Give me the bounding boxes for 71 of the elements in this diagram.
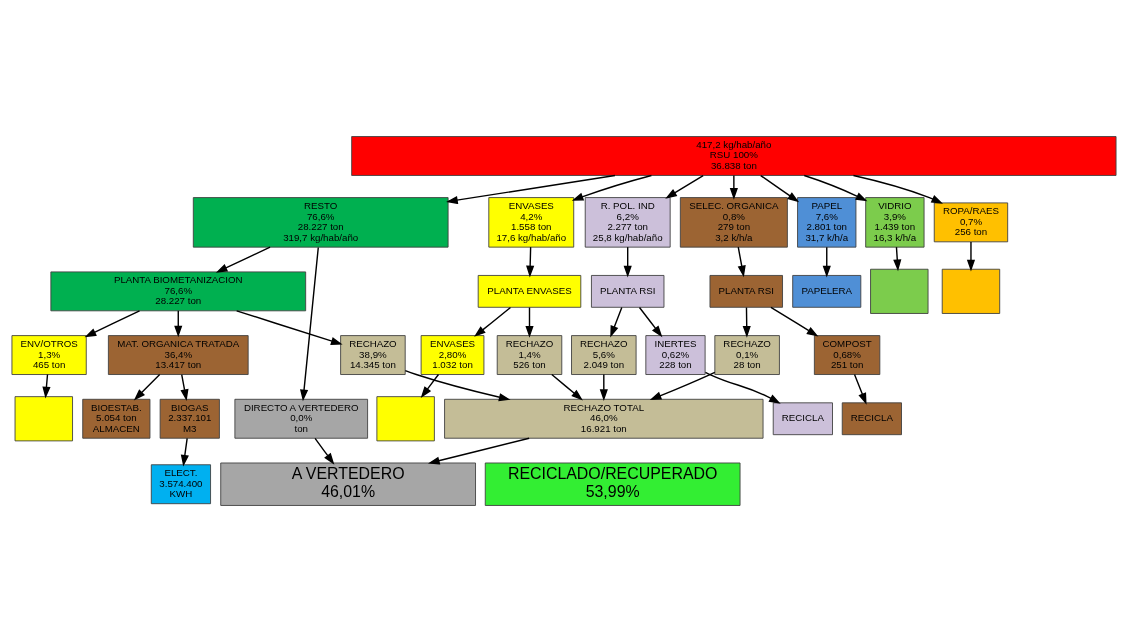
node-box: RECHAZO 1,4% 526 ton: [496, 334, 563, 375]
arrow: [84, 309, 141, 337]
arrow: [551, 373, 583, 400]
arrow: [235, 309, 343, 345]
node-box: ELECT. 3.574.400 KWH: [150, 463, 211, 504]
node-box: DIRECTO A VERTEDERO 0,0% ton: [234, 398, 369, 439]
arrow: [665, 174, 704, 199]
arrow: [474, 306, 512, 337]
node-box: RESTO 76,6% 28.227 ton 319,7 kg/hab/año: [192, 196, 449, 248]
arrow: [446, 174, 616, 204]
node-box: RECHAZO 5,6% 2.049 ton: [571, 334, 637, 375]
node-box: PLANTA RSI: [709, 274, 783, 308]
arrow: [737, 245, 746, 277]
node-box: RECHAZO TOTAL 46,0% 16.921 ton: [444, 398, 764, 439]
arrow: [314, 437, 335, 465]
arrow: [404, 369, 511, 401]
arrow: [760, 174, 800, 202]
arrow: [623, 245, 632, 277]
arrow: [427, 437, 530, 465]
node-box: INERTES 0,62% 228 ton: [645, 334, 706, 375]
arrow: [893, 245, 902, 271]
node-box: 417,2 kg/hab/año RSU 100% 36.838 ton: [351, 135, 1117, 176]
node-box: SELEC. ORGANICA 0,8% 279 ton 3,2 k/h/a: [679, 196, 788, 248]
node-box: R. POL. IND 6,2% 2.277 ton 25,8 kg/hab/año: [584, 196, 671, 248]
arrow: [742, 306, 751, 338]
node-box: RECICLA: [772, 401, 833, 435]
arrow: [42, 373, 51, 398]
arrow: [300, 246, 319, 401]
arrow: [133, 373, 161, 400]
node-box: PLANTA BIOMETANIZACION 76,6% 28.227 ton: [50, 270, 307, 311]
node-box: [870, 268, 929, 314]
arrow: [599, 373, 608, 401]
node-box: BIOESTAB. 5.054 ton ALMACEN: [82, 398, 151, 439]
node-box: MAT. ORGANICA TRATADA 36,4% 13.417 ton: [107, 334, 249, 375]
node-box: RECICLADO/RECUPERADO 53,99%: [484, 462, 741, 506]
node-box: A VERTEDERO 46,01%: [220, 462, 476, 506]
arrow: [180, 437, 189, 467]
node-box: PAPELERA: [792, 274, 862, 308]
node-box: PLANTA RSI: [591, 274, 665, 308]
node-box: VIDRIO 3,9% 1.439 ton 16,3 k/h/a: [865, 196, 925, 248]
node-box: PAPEL 7,6% 2.801 ton 31,7 k/h/a: [797, 196, 857, 248]
arrow: [215, 245, 271, 273]
node-box: BIOGAS 2.337.101 M3: [159, 398, 220, 439]
arrow: [571, 174, 653, 201]
node-box: RECHAZO 38,9% 14.345 ton: [340, 334, 406, 375]
node-box: [376, 395, 435, 441]
arrow: [853, 373, 867, 405]
node-box: ROPA/RAES 0,7% 256 ton: [933, 201, 1009, 242]
arrow: [180, 373, 189, 401]
node-box: RECHAZO 0,1% 28 ton: [714, 334, 780, 375]
node-box: [941, 268, 1001, 314]
node-box: RECICLA: [841, 401, 902, 435]
arrow: [649, 371, 716, 400]
arrow: [525, 306, 534, 338]
arrow: [729, 174, 738, 200]
arrow: [704, 371, 781, 404]
arrow: [770, 306, 819, 337]
arrow: [966, 240, 976, 271]
arrow: [610, 306, 623, 337]
arrow: [822, 245, 831, 277]
arrow: [420, 373, 440, 398]
node-box: [14, 395, 73, 441]
node-box: COMPOST 0,68% 251 ton: [813, 334, 881, 375]
node-box: PLANTA ENVASES: [477, 274, 582, 308]
node-box: ENVASES 2,80% 1.032 ton: [420, 334, 485, 375]
node-box: ENVASES 4,2% 1.558 ton 17,6 kg/hab/año: [488, 196, 575, 248]
node-box: ENV/OTROS 1,3% 465 ton: [11, 334, 87, 375]
arrow: [803, 174, 868, 201]
arrow: [852, 174, 944, 204]
arrow: [638, 306, 663, 337]
arrow: [526, 245, 535, 277]
